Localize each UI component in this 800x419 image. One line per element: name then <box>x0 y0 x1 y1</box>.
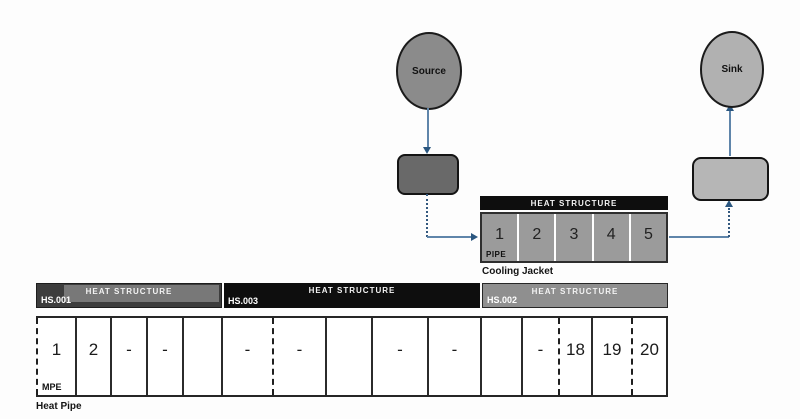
cooling-jacket-cell-value: 3 <box>569 225 579 243</box>
heat-structure-header-hs-002: HEAT STRUCTURE HS.002 <box>482 283 668 308</box>
source-to-box-arrowhead-icon <box>423 147 431 154</box>
cooling-jacket-cell-value: 1 <box>495 225 505 243</box>
heat-pipe-cell-value: 2 <box>88 339 99 359</box>
cooling-jacket-cell: 3 <box>556 214 592 261</box>
heat-pipe-cell <box>184 318 223 395</box>
heat-pipe-cell: - <box>274 318 327 395</box>
sink-volume-box <box>692 157 769 201</box>
cooling-jacket-cell: 5 <box>630 214 667 261</box>
cooling-jacket-header-label: HEAT STRUCTURE <box>530 198 618 208</box>
box-to-sink-line <box>729 111 731 156</box>
heat-pipe-cell-value: 18 <box>566 339 585 359</box>
heat-pipe-cell-value: 20 <box>640 339 659 359</box>
cooling-jacket-caption: Cooling Jacket <box>482 266 554 277</box>
heat-structure-title: HEAT STRUCTURE <box>85 287 173 296</box>
heat-pipe-cell: - <box>429 318 482 395</box>
source-node-label: Source <box>412 65 446 77</box>
cooling-jacket-cell: 4 <box>593 214 629 261</box>
cooling-jacket-cell-value: 5 <box>643 225 653 243</box>
pipe-to-sinkbox-line <box>669 236 729 238</box>
heat-structure-id: HS.001 <box>41 295 72 305</box>
heat-pipe-cell-value: - <box>126 339 132 359</box>
heat-pipe-cell-value: - <box>244 339 251 359</box>
source-to-box-line <box>427 108 429 149</box>
heat-pipe-cell: 18 <box>560 318 593 395</box>
heat-pipe-cell-value: 1 <box>51 339 62 359</box>
heat-pipe-cell: 2 <box>77 318 112 395</box>
sink-node: Sink <box>700 31 764 108</box>
heat-pipe-cell: - <box>148 318 184 395</box>
heat-structure-title: HEAT STRUCTURE <box>531 287 619 296</box>
sink-node-label: Sink <box>721 64 743 75</box>
heat-pipe-cell-value: - <box>296 339 303 359</box>
cooling-jacket-cell: 2 <box>519 214 555 261</box>
cooling-jacket-cell-value: 4 <box>606 225 616 243</box>
heat-structure-id: HS.003 <box>228 296 259 306</box>
heat-pipe-cell-value: 19 <box>602 339 622 359</box>
mpe-tag-label: MPE <box>42 382 62 392</box>
heat-pipe-caption: Heat Pipe <box>36 401 82 412</box>
box-to-pipe-arrowhead-icon <box>471 233 478 241</box>
pipe-to-sinkbox-arrowhead-icon <box>725 200 733 207</box>
cooling-jacket-heat-structure-header: HEAT STRUCTURE <box>480 196 668 210</box>
heat-pipe-cell-value: - <box>537 339 544 359</box>
pipe-to-sinkbox-dotted-line <box>728 208 730 237</box>
source-node: Source <box>396 32 462 110</box>
box-to-pipe-line <box>427 236 472 238</box>
heat-pipe-cell: 20 <box>633 318 666 395</box>
heat-structure-title: HEAT STRUCTURE <box>308 286 396 295</box>
heat-pipe-cell <box>482 318 523 395</box>
header-inner-panel <box>64 285 219 302</box>
cooling-jacket-cell-value: 2 <box>532 225 542 243</box>
heat-pipe-header-bar: HEAT STRUCTURE HS.001 HEAT STRUCTURE HS.003… <box>36 283 668 308</box>
pipe-tag-label: PIPE <box>486 250 507 259</box>
heat-pipe-cell <box>327 318 373 395</box>
heat-pipe-cell-value: - <box>451 339 458 359</box>
heat-pipe-cell-value: - <box>162 339 168 359</box>
heat-structure-id: HS.002 <box>487 295 518 305</box>
heat-pipe-cell: - <box>373 318 429 395</box>
heat-structure-header-hs-003: HEAT STRUCTURE HS.003 <box>224 283 480 308</box>
source-volume-box <box>397 154 459 195</box>
heat-pipe-cell: - <box>112 318 148 395</box>
heat-pipe-cell: 19 <box>593 318 633 395</box>
heat-pipe-cell: - <box>523 318 560 395</box>
heat-pipe-cell-value: - <box>397 339 403 359</box>
box-to-pipe-dotted-line <box>426 194 428 237</box>
heat-structure-header-hs-001: HEAT STRUCTURE HS.001 <box>36 283 222 308</box>
heat-pipe-cell: - <box>223 318 274 395</box>
